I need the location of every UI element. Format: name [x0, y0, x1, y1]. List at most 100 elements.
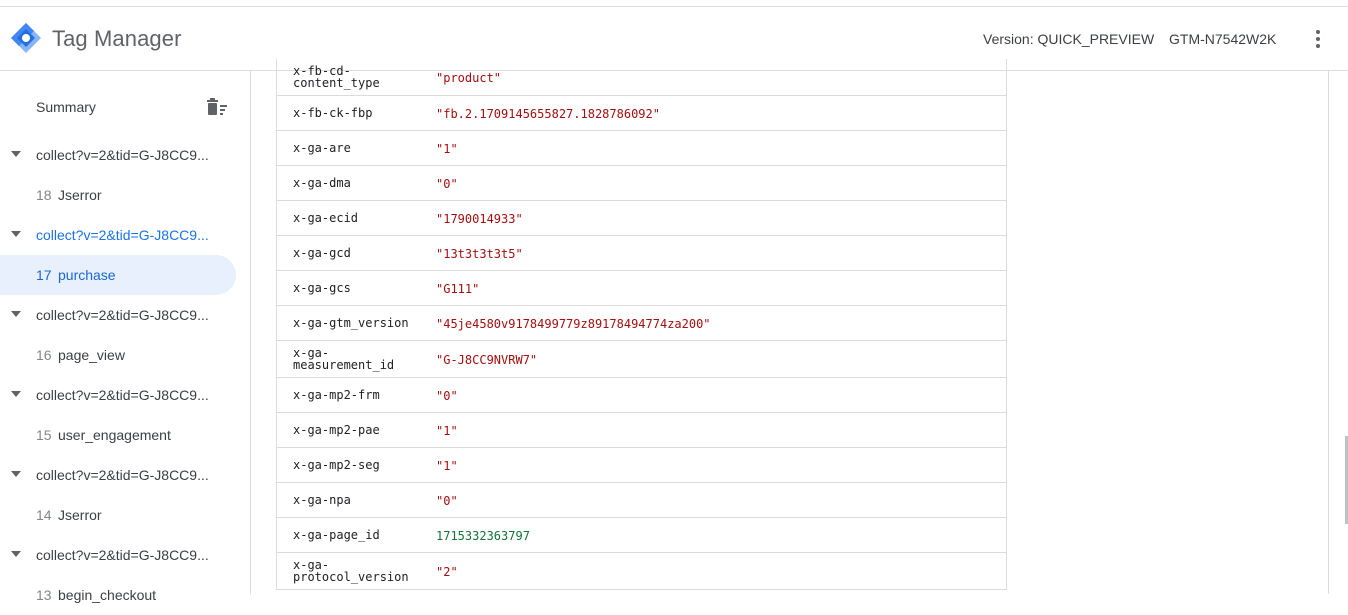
tag-manager-logo-icon[interactable]: [10, 22, 42, 54]
param-key-line: x-ga-page_id: [293, 528, 380, 542]
sidebar-event-item[interactable]: 14 Jserror: [0, 495, 236, 535]
param-value: "0": [436, 494, 458, 508]
param-key: x-ga-gcs: [293, 282, 423, 294]
param-key: x-ga-mp2-frm: [293, 389, 423, 401]
param-key-line: x-ga-are: [293, 141, 351, 155]
sidebar-event-item[interactable]: 18 Jserror: [0, 175, 236, 215]
param-key: x-ga-ecid: [293, 212, 423, 224]
event-name: page_view: [58, 347, 125, 363]
request-params-table: x-fb-cd-content_type "product" x-fb-ck-fbp…: [276, 59, 1007, 590]
sidebar-request-item[interactable]: collect?v=2&tid=G-J8CC9...: [0, 535, 236, 575]
param-key-line: x-ga-gtm_version: [293, 316, 409, 330]
event-name: user_engagement: [58, 427, 171, 443]
param-key-line: x-ga-dma: [293, 176, 351, 190]
param-key: x-ga-measurement_id: [293, 347, 423, 371]
param-key: x-ga-protocol_version: [293, 559, 423, 583]
request-label: collect?v=2&tid=G-J8CC9...: [36, 387, 209, 403]
sidebar-request-item[interactable]: collect?v=2&tid=G-J8CC9...: [0, 215, 236, 255]
param-key-line: x-ga-gcd: [293, 246, 351, 260]
param-key-line: x-ga-mp2-seg: [293, 458, 380, 472]
param-key: x-ga-mp2-pae: [293, 424, 423, 436]
event-number: 17: [36, 267, 52, 283]
caret-down-icon[interactable]: [11, 231, 21, 237]
caret-down-icon[interactable]: [11, 151, 21, 157]
sidebar-request-item[interactable]: collect?v=2&tid=G-J8CC9...: [0, 295, 236, 335]
table-row: x-ga-protocol_version"2": [277, 553, 1006, 590]
sidebar-event-item[interactable]: 16 page_view: [0, 335, 236, 375]
caret-down-icon[interactable]: [11, 551, 21, 557]
table-row: x-ga-ecid "1790014933": [277, 201, 1006, 236]
table-row: x-ga-mp2-pae "1": [277, 413, 1006, 448]
table-row: x-ga-are "1": [277, 131, 1006, 166]
app-title: Tag Manager: [52, 26, 182, 51]
param-value: "G111": [436, 282, 480, 296]
param-key-line: x-ga-mp2-pae: [293, 423, 380, 437]
param-key-line: x-ga-npa: [293, 493, 351, 507]
param-value: "0": [436, 177, 458, 191]
scrollbar-thumb[interactable]: [1345, 436, 1348, 524]
param-key: x-fb-ck-fbp: [293, 107, 423, 119]
caret-down-icon[interactable]: [11, 391, 21, 397]
table-row: x-fb-ck-fbp "fb.2.1709145655827.182878609…: [277, 96, 1006, 131]
param-value: "13t3t3t3t5": [436, 247, 523, 261]
request-label: collect?v=2&tid=G-J8CC9...: [36, 307, 209, 323]
param-value: "product": [436, 71, 502, 85]
event-number: 13: [36, 587, 52, 603]
event-name: purchase: [58, 267, 116, 283]
param-key-line: content_type: [293, 76, 380, 90]
table-row: x-ga-gcd "13t3t3t3t5": [277, 236, 1006, 271]
param-key-line: x-fb-cd-: [293, 64, 351, 78]
top-strip: [0, 0, 1348, 7]
param-value: "45je4580v9178499779z89178494774za200": [436, 317, 711, 331]
param-value: "0": [436, 389, 458, 403]
sidebar-request-item[interactable]: collect?v=2&tid=G-J8CC9...: [0, 375, 236, 415]
request-label: collect?v=2&tid=G-J8CC9...: [36, 467, 209, 483]
caret-down-icon[interactable]: [11, 311, 21, 317]
param-key-line: x-ga-gcs: [293, 281, 351, 295]
request-label: collect?v=2&tid=G-J8CC9...: [36, 227, 209, 243]
table-row: x-ga-mp2-frm "0": [277, 378, 1006, 413]
param-key: x-ga-are: [293, 142, 423, 154]
param-value: "1": [436, 142, 458, 156]
table-row: x-fb-cd-content_type "product": [277, 59, 1006, 96]
event-name: Jserror: [58, 187, 102, 203]
event-name: begin_checkout: [58, 587, 157, 603]
param-value: "G-J8CC9NVRW7": [436, 353, 538, 367]
param-key: x-fb-cd-content_type: [293, 65, 423, 89]
param-value: 1715332363797: [436, 529, 530, 543]
table-row: x-ga-measurement_id "G-J8CC9NVRW7": [277, 341, 1006, 378]
more-vert-icon[interactable]: [1306, 27, 1330, 51]
version-label: Version: QUICK_PREVIEW: [983, 31, 1155, 47]
app-bar: Tag Manager Version: QUICK_PREVIEW GTM-N…: [0, 7, 1348, 71]
panel-divider: [1328, 71, 1329, 594]
param-key-line: x-ga-: [293, 346, 330, 360]
event-number: 14: [36, 507, 52, 523]
table-row: x-ga-npa "0": [277, 483, 1006, 518]
param-key-line: x-ga-: [293, 558, 330, 572]
param-value: "1790014933": [436, 212, 523, 226]
container-id[interactable]: GTM-N7542W2K: [1169, 31, 1277, 47]
sidebar-event-item[interactable]: 13 begin_checkout: [0, 575, 236, 615]
caret-down-icon[interactable]: [11, 471, 21, 477]
event-name: Jserror: [58, 507, 102, 523]
delete-sweep-icon[interactable]: [205, 97, 229, 117]
param-value: "1": [436, 459, 458, 473]
sidebar-summary[interactable]: Summary: [0, 89, 251, 125]
param-value: "1": [436, 424, 458, 438]
table-row: x-ga-gcs "G111": [277, 271, 1006, 306]
param-key-line: x-ga-ecid: [293, 211, 359, 225]
param-value: "fb.2.1709145655827.1828786092": [436, 107, 660, 121]
sidebar-request-item[interactable]: collect?v=2&tid=G-J8CC9...: [0, 455, 236, 495]
param-key: x-ga-dma: [293, 177, 423, 189]
event-number: 16: [36, 347, 52, 363]
table-row: x-ga-gtm_version "45je4580v9178499779z891…: [277, 306, 1006, 341]
request-label: collect?v=2&tid=G-J8CC9...: [36, 547, 209, 563]
event-number: 18: [36, 187, 52, 203]
param-key: x-ga-gcd: [293, 247, 423, 259]
param-key-line: x-fb-ck-fbp: [293, 106, 373, 120]
sidebar-event-item[interactable]: 17 purchase: [0, 255, 236, 295]
sidebar-request-item[interactable]: collect?v=2&tid=G-J8CC9...: [0, 135, 236, 175]
param-key-line: protocol_version: [293, 570, 409, 584]
